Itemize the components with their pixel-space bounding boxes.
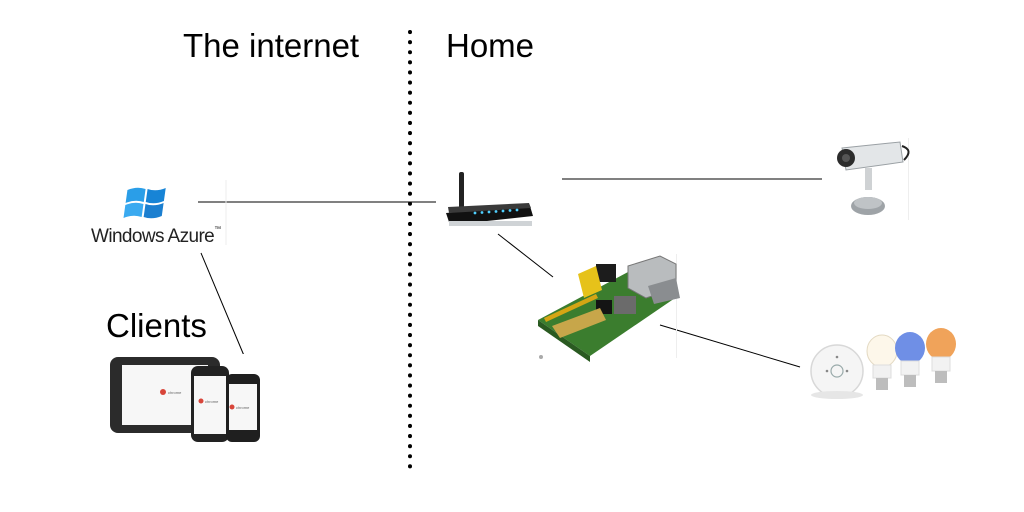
raspberry-pi-board-icon [538,254,680,362]
link-router-pi [497,233,554,278]
tablet-and-phones-icon [107,354,260,454]
windows-flag-icon [123,187,166,219]
windows-azure-trademark: ™ [214,226,221,233]
link-azure-clients [200,252,246,359]
hue-bridge-and-bulbs-icon [810,328,956,399]
clients-phone2-screen-text: chrome [236,405,250,410]
zone-label-home: Home [446,27,535,64]
wifi-router-icon [446,172,533,226]
clients-tablet-screen-text: chrome [168,390,182,395]
clients-phone-screen-text: chrome [205,399,219,404]
ip-camera-icon [837,138,910,220]
clients-label: Clients [106,307,207,344]
link-pi-lights [659,324,801,368]
zone-label-internet: The internet [183,27,360,64]
windows-azure-logo-text: Windows Azure™ [91,226,221,248]
windows-azure-brand: Windows Azure [91,226,215,247]
